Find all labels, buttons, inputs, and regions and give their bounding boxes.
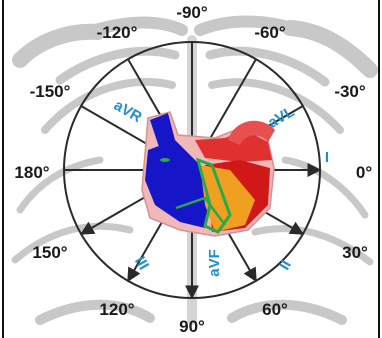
pelvis-right <box>227 299 347 325</box>
sinoatrial-node <box>160 158 170 162</box>
lower-rib-left <box>11 222 134 264</box>
degree-label-minus120: -120° <box>97 23 138 42</box>
degree-label-90: 90° <box>179 317 205 336</box>
right-shoulder <box>282 20 378 78</box>
degree-label-150: 150° <box>32 243 67 262</box>
lead-label-avr: aVR <box>111 97 145 126</box>
degree-label-120: 120° <box>99 300 134 319</box>
degree-label-minus90: -90° <box>176 3 208 22</box>
thorax-anatomy-background <box>11 15 378 325</box>
lead-label-ii: II <box>276 257 295 273</box>
degree-labels: -90° -120° -60° -150° -30° 180° 0° 150° … <box>14 3 372 336</box>
degree-label-180: 180° <box>14 163 49 182</box>
right-frame-border <box>378 0 380 338</box>
rib-left-1 <box>55 46 180 85</box>
rib-right-1 <box>205 46 330 87</box>
conduction-fill <box>200 165 255 232</box>
left-atrium <box>195 130 272 162</box>
left-clavicle <box>89 16 188 36</box>
rib-left-2 <box>41 78 176 134</box>
right-atrium-vessel <box>150 113 175 150</box>
heart-illustration <box>141 111 275 237</box>
lead-label-i: I <box>325 149 329 166</box>
left-frame-border <box>2 0 4 338</box>
degree-label-minus150: -150° <box>30 82 71 101</box>
aortic-arch <box>228 120 275 145</box>
bundle-branch <box>175 196 227 226</box>
degree-label-30: 30° <box>342 243 368 262</box>
pelvis-left <box>35 299 155 325</box>
degree-label-minus60: -60° <box>254 23 286 42</box>
lower-rib-right <box>251 225 374 266</box>
right-clavicle <box>194 15 298 36</box>
right-ventricle <box>145 140 212 228</box>
degree-label-0: 0° <box>356 163 372 182</box>
degree-label-minus30: -30° <box>334 82 366 101</box>
degree-label-60: 60° <box>262 300 288 319</box>
rib-right-2 <box>208 78 344 134</box>
rib-left-3 <box>16 156 104 214</box>
lead-label-avf: aVF <box>206 249 223 277</box>
left-shoulder <box>12 23 106 68</box>
rib-right-3 <box>281 156 369 219</box>
